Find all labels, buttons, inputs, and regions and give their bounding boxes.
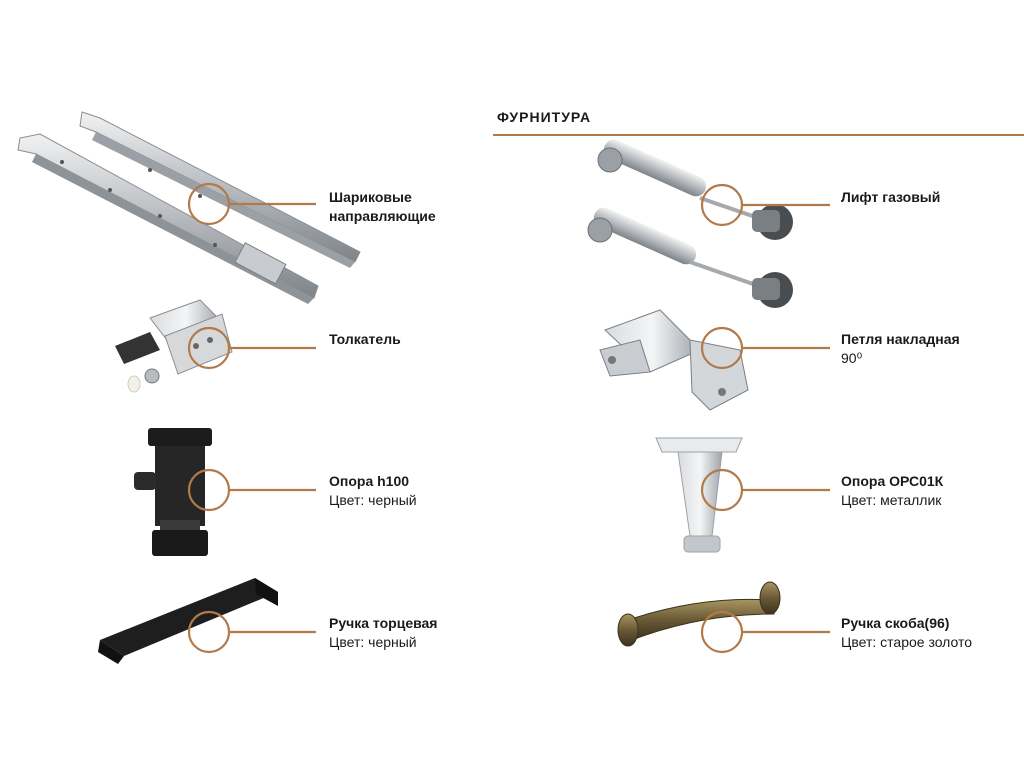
black-adjustable-foot-icon [134,428,212,556]
callout-ring [700,610,744,654]
push-latch-icon [115,299,233,393]
label-push-latch: Толкатель [329,331,401,347]
label-ball-slides: Шариковые направляющие [329,189,436,224]
section-title: ФУРНИТУРА [497,109,592,125]
label-bow-handle: Ручка скоба(96) Цвет: старое золото [841,615,973,650]
gas-lift-icon [587,139,793,308]
section-divider [493,134,1024,136]
callouts [187,182,830,654]
bow-handle-icon [617,581,781,647]
edge-profile-handle-icon [98,578,278,664]
label-edge-handle: Ручка торцевая Цвет: черный [329,615,438,650]
label-gas-lift: Лифт газовый [841,189,941,205]
label-metal-leg: Опора ОРС01К Цвет: металлик [841,473,944,508]
label-foot-h100: Опора h100 Цвет: черный [329,473,417,508]
metal-leg-icon [655,437,743,553]
label-overlay-hinge: Петля накладная 90⁰ [841,331,960,366]
overlay-hinge-icon [599,309,749,411]
